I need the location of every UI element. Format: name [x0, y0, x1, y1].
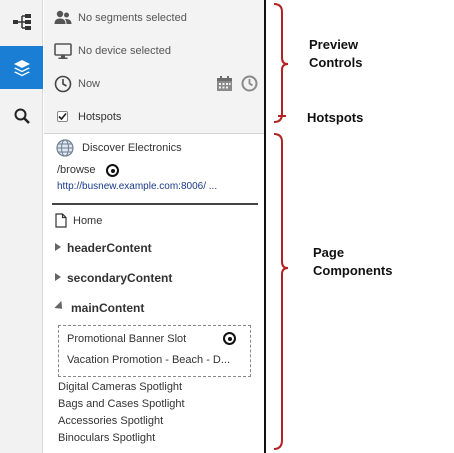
preview-controls-annotation: Preview Controls — [309, 36, 362, 72]
page-components-brace — [273, 133, 289, 450]
site-tree-icon — [12, 13, 31, 30]
segments-selector[interactable]: No segments selected — [44, 6, 264, 30]
icon-rail — [0, 0, 43, 453]
caret-right-icon — [55, 273, 61, 281]
hotspots-label: Hotspots — [78, 111, 122, 123]
time-selector[interactable]: Now — [44, 72, 264, 96]
globe-icon — [56, 139, 74, 157]
home-label: Home — [73, 215, 103, 227]
search-icon — [14, 108, 30, 124]
slot-item[interactable]: Vacation Promotion - Beach - D... — [67, 354, 231, 366]
slot-group: Promotional Banner Slot Vacation Promoti… — [58, 325, 251, 377]
hotspots-checkbox[interactable] — [57, 111, 68, 122]
users-icon — [54, 10, 72, 24]
hotspots-annotation: Hotspots — [307, 110, 364, 125]
caret-right-icon — [55, 243, 61, 251]
segments-text: No segments selected — [78, 12, 187, 24]
site-tree-button[interactable] — [0, 0, 43, 43]
layers-icon — [13, 59, 30, 76]
component-item[interactable]: Bags and Cases Spotlight — [58, 398, 185, 410]
page-components-annotation: Page Components — [313, 244, 392, 280]
component-item[interactable]: Accessories Spotlight — [58, 415, 164, 427]
preview-annotation-line1: Preview — [309, 37, 359, 52]
section-divider — [52, 203, 258, 205]
tree-node-header-content[interactable]: headerContent — [55, 241, 152, 255]
hotspot-target-icon[interactable] — [106, 164, 119, 177]
secondary-content-label: secondaryContent — [67, 271, 173, 285]
header-content-label: headerContent — [67, 241, 152, 255]
monitor-icon — [54, 43, 72, 59]
annotation-braces — [273, 3, 289, 450]
device-text: No device selected — [78, 45, 171, 57]
clock-icon — [54, 75, 72, 93]
layers-button[interactable] — [0, 46, 43, 89]
component-item[interactable]: Digital Cameras Spotlight — [58, 381, 183, 393]
preview-brace — [273, 3, 289, 123]
page-annotation-line1: Page — [313, 245, 345, 260]
preview-annotation-line2: Controls — [309, 55, 363, 70]
tree-node-secondary-content[interactable]: secondaryContent — [55, 271, 172, 285]
site-selector[interactable]: Discover Electronics — [44, 139, 264, 159]
main-content-label: mainContent — [71, 301, 145, 315]
site-name: Discover Electronics — [82, 142, 182, 154]
time-clock-icon[interactable] — [241, 75, 258, 92]
slot-target-icon[interactable] — [223, 332, 236, 345]
caret-down-icon — [54, 300, 66, 313]
time-text: Now — [78, 78, 101, 90]
site-url[interactable]: http://busnew.example.com:8006/ ... — [57, 181, 218, 192]
search-button[interactable] — [0, 94, 43, 137]
device-selector[interactable]: No device selected — [44, 39, 264, 63]
page-icon — [55, 213, 67, 228]
calendar-icon[interactable] — [216, 75, 233, 92]
component-item[interactable]: Binoculars Spotlight — [58, 432, 156, 444]
page-panel: No segments selected No device selected … — [44, 0, 266, 453]
preview-controls: No segments selected No device selected … — [44, 0, 264, 134]
slot-item[interactable]: Promotional Banner Slot — [67, 333, 187, 345]
tree-node-main-content[interactable]: mainContent — [54, 300, 145, 315]
check-icon — [58, 112, 67, 121]
page-annotation-line2: Components — [313, 263, 393, 278]
site-path: /browse — [57, 164, 96, 176]
